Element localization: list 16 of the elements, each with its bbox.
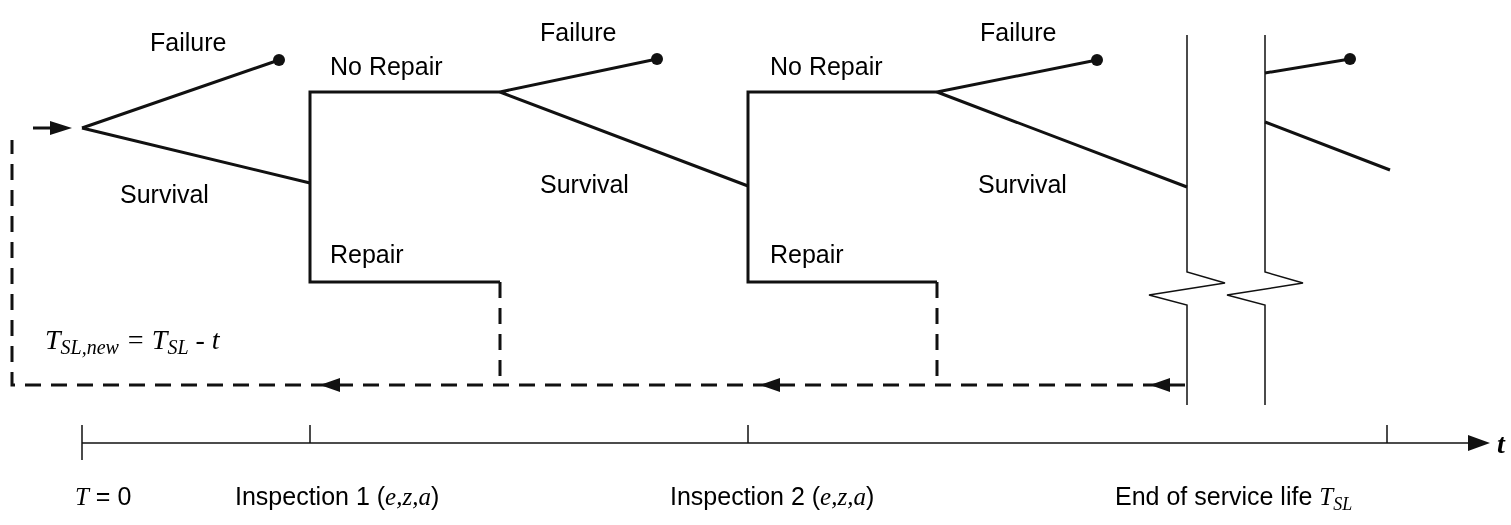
branch-label: Failure — [150, 27, 227, 58]
time-label: Inspection 2 (e,z,a) — [670, 481, 875, 512]
axis-label: t — [1497, 428, 1505, 460]
branch-label: Failure — [540, 17, 617, 48]
branch-label: Failure — [980, 17, 1057, 48]
branch-label: No Repair — [330, 51, 443, 82]
branch-label: Repair — [330, 239, 404, 270]
branch-label: No Repair — [770, 51, 883, 82]
branch-label: Survival — [540, 169, 629, 200]
formula-label: T$_{SL,new}$ = T$_{SL}$ - t — [45, 324, 220, 356]
time-label: T = 0 — [75, 481, 132, 512]
branch-label: Repair — [770, 239, 844, 270]
branch-label: Survival — [978, 169, 1067, 200]
time-label: Inspection 1 (e,z,a) — [235, 481, 440, 512]
branch-label: Survival — [120, 179, 209, 210]
time-label: End of service life T$_{SL}$ — [1115, 481, 1353, 513]
